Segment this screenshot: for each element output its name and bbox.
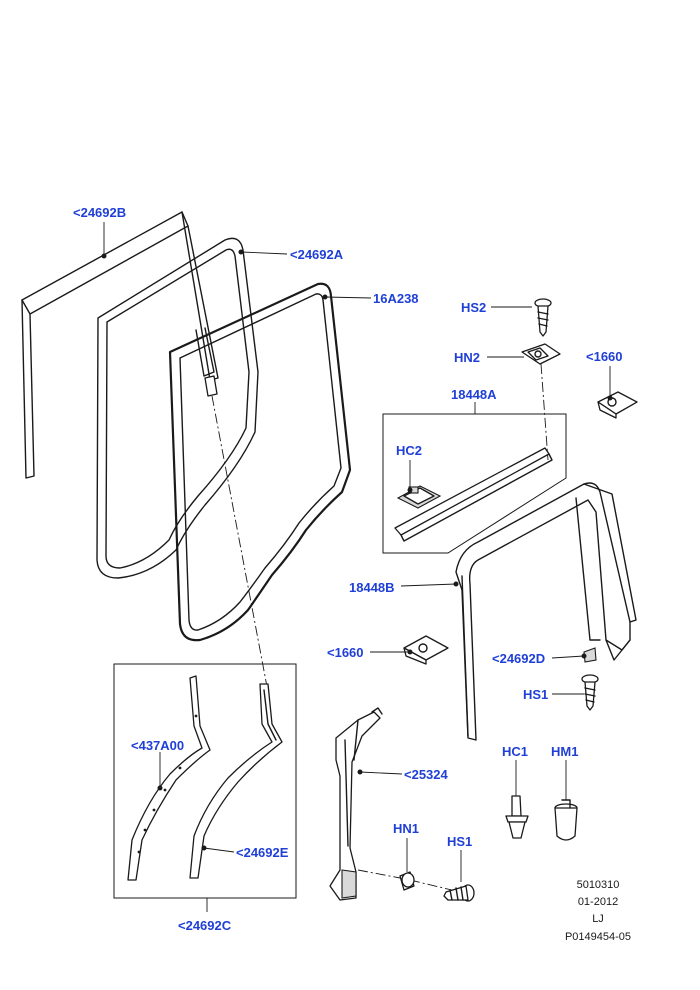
callout-24692a: <24692A — [290, 247, 344, 262]
seal-24692e — [189, 683, 283, 879]
callout-hs2: HS2 — [461, 300, 486, 315]
callout-24692e: <24692E — [236, 845, 289, 860]
clip-hn2 — [521, 343, 561, 365]
callout-437a00: <437A00 — [131, 738, 184, 753]
callout-hn1: HN1 — [393, 821, 419, 836]
callout-18448b: 18448B — [349, 580, 395, 595]
callout-24692c: <24692C — [178, 918, 232, 933]
seal-24692d — [583, 647, 597, 663]
clip-hc1 — [505, 795, 529, 839]
grommet-hm1 — [554, 799, 578, 841]
callout-labels: <24692B <24692A 16A238 HS2 HN2 <1660 184… — [73, 205, 623, 933]
callout-hc2: HC2 — [396, 443, 422, 458]
trim-437a00 — [127, 675, 211, 881]
callout-24692b: <24692B — [73, 205, 126, 220]
drawing-code: 5010310 — [577, 879, 620, 891]
group-18448a — [382, 402, 567, 554]
callout-16a238: 16A238 — [373, 291, 419, 306]
alignment-line-hn2 — [540, 363, 549, 461]
clip-hc2 — [396, 485, 442, 509]
callout-1660-top: <1660 — [586, 349, 623, 364]
drawing-metadata: 5010310 01-2012 LJ P0149454-05 — [565, 879, 631, 943]
callout-18448a: 18448A — [451, 387, 497, 402]
drawing-author: LJ — [592, 913, 604, 925]
drawing-part-ref: P0149454-05 — [565, 931, 631, 943]
door-seal-16a238 — [168, 282, 352, 642]
leader-lines — [101, 222, 613, 882]
alignment-line-main — [211, 395, 269, 693]
callout-25324: <25324 — [404, 767, 449, 782]
screw-hs1 — [581, 674, 599, 711]
callout-hn2: HN2 — [454, 350, 480, 365]
nut-hn1 — [399, 871, 415, 891]
clip-1660-top — [597, 391, 638, 419]
callout-24692d: <24692D — [492, 651, 545, 666]
group-24692c — [113, 663, 297, 912]
callout-hm1: HM1 — [551, 744, 578, 759]
callout-hs1: HS1 — [523, 687, 548, 702]
callout-hs1-lower: HS1 — [447, 834, 472, 849]
drawing-date: 01-2012 — [578, 896, 618, 908]
frame-18448b — [455, 482, 637, 741]
seal-clip — [204, 375, 218, 397]
callout-hc1: HC1 — [502, 744, 528, 759]
screw-hs1-lower — [443, 884, 475, 902]
door-seal-24692a — [96, 237, 259, 579]
screw-hs2 — [534, 298, 552, 337]
trim-25324 — [329, 707, 383, 901]
door-seal-24692b — [21, 211, 219, 479]
callout-1660-mid: <1660 — [327, 645, 364, 660]
